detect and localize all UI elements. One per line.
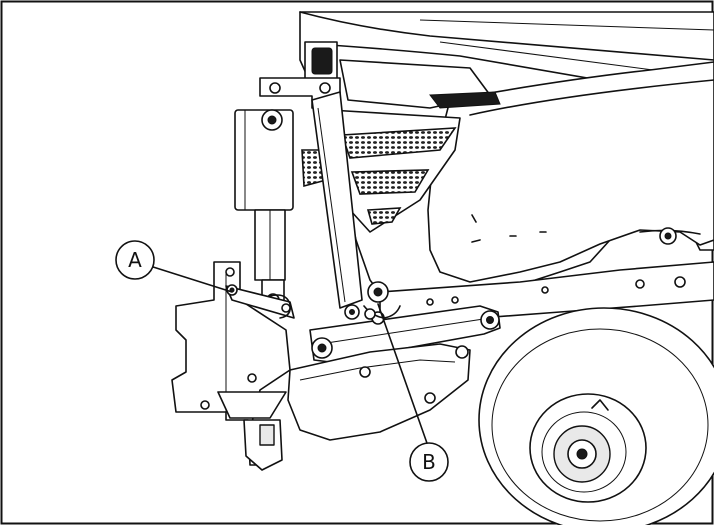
callout-a-leader <box>149 265 233 293</box>
locking-pin-b <box>363 281 401 320</box>
callout-a-circle <box>115 240 155 280</box>
gusset-plate <box>287 343 471 441</box>
hydraulic-cylinder <box>234 109 294 307</box>
tractor-hood <box>299 11 714 301</box>
callout-b-leader <box>377 303 429 447</box>
callout-b-label: B <box>422 450 436 474</box>
mount-post <box>259 77 363 309</box>
lift-arm <box>309 304 501 363</box>
callout-a: A <box>115 240 233 293</box>
callout-b-circle <box>409 442 449 482</box>
callout-b: B <box>377 303 449 482</box>
front-wheel <box>478 307 714 525</box>
callout-a-label: A <box>128 248 142 272</box>
mounting-bracket <box>171 261 291 471</box>
